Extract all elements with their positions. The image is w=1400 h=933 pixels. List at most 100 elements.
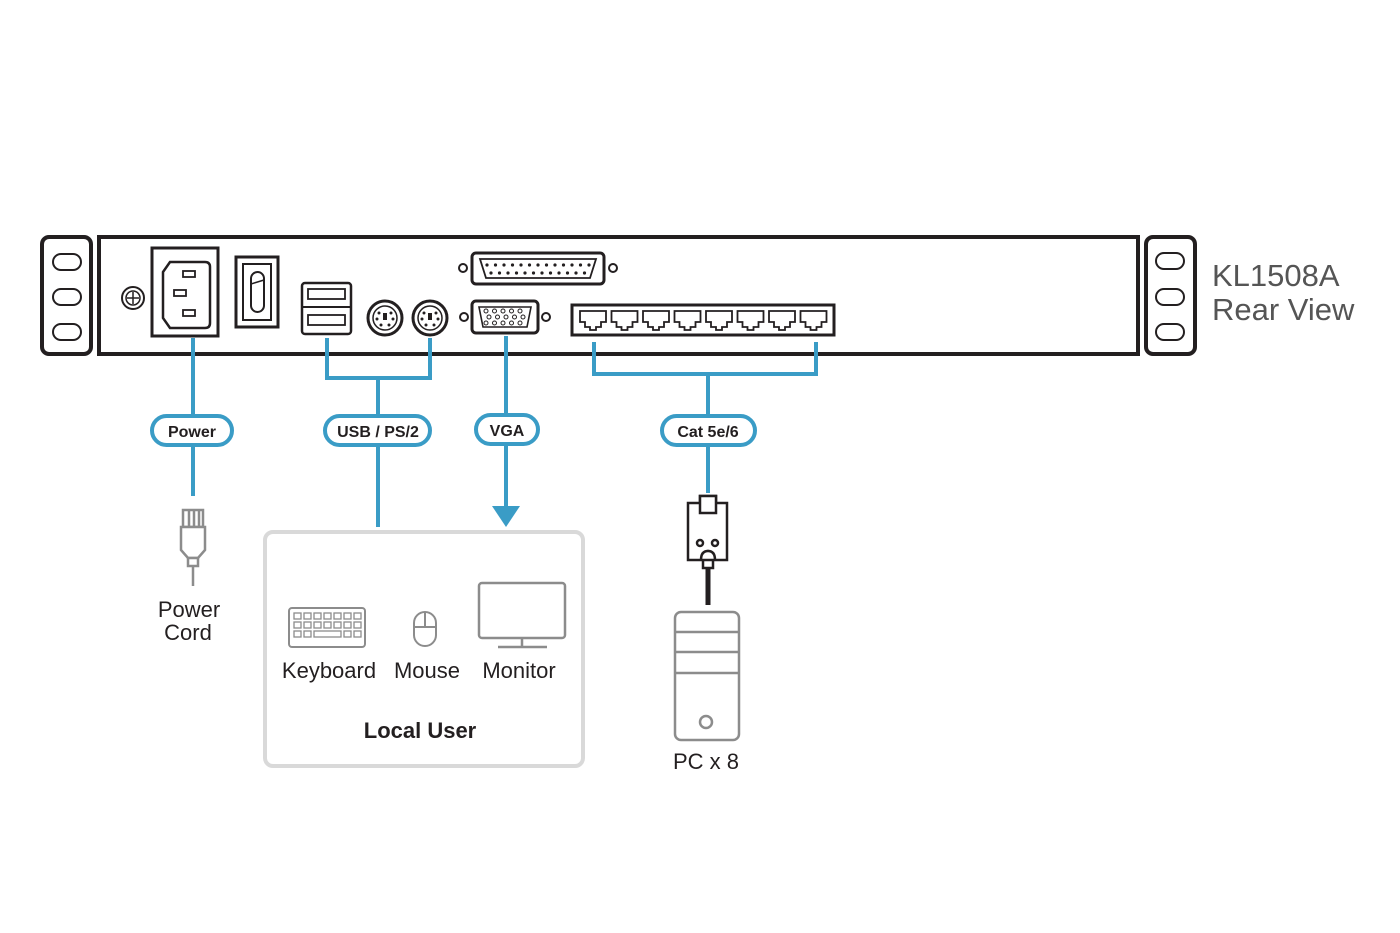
db25-pin [578, 263, 583, 267]
cat-label: Cat 5e/6 [677, 424, 738, 441]
usb-ps2-label: USB / PS/2 [337, 424, 419, 441]
db25-pin [493, 263, 498, 267]
db25-pin [519, 263, 523, 267]
keyboard-icon [288, 607, 366, 648]
db25-pin [514, 271, 519, 275]
vga-pin [486, 314, 492, 320]
usb-ps2-label-pill: USB / PS/2 [323, 414, 432, 447]
vga-pin [495, 314, 500, 320]
rj45-port-icon [799, 310, 828, 331]
rj45-port-icon [642, 310, 670, 331]
vga-label-pill: VGA [474, 413, 540, 446]
vga-pin [509, 320, 514, 326]
vga-pin [512, 314, 517, 320]
vga-pin [503, 314, 509, 320]
keyboard-key [313, 612, 322, 620]
vga-pin [500, 308, 506, 314]
keyboard-key [313, 621, 322, 629]
vga-pin [517, 308, 523, 314]
pc-count-label: PC x 8 [673, 749, 739, 774]
keyboard-key [343, 612, 352, 620]
vga-pin [483, 320, 489, 326]
db25-pin [506, 271, 510, 275]
power-cord-label-line1: Power [158, 597, 220, 622]
db25-pin [536, 263, 540, 267]
vga-port-icon [459, 299, 551, 335]
vga-pin [500, 320, 506, 326]
cat-cable-bracket [592, 342, 818, 376]
db25-pin [561, 263, 566, 267]
keyboard-key [343, 621, 352, 629]
db25-pin [574, 271, 578, 275]
ground-screw-icon [121, 286, 145, 310]
db25-pin [557, 271, 561, 275]
keyboard-key [343, 630, 352, 638]
pc-tower-icon [673, 610, 741, 742]
keyboard-key [333, 621, 342, 629]
db25-pin [523, 271, 527, 275]
db25-pin [570, 263, 574, 267]
monitor-icon [477, 581, 567, 649]
power-inlet-icon [150, 246, 220, 338]
power-plug-icon [179, 508, 207, 586]
rj45-port-icon [610, 310, 639, 331]
vga-pin [483, 308, 489, 314]
vga-pin [492, 320, 497, 326]
db25-pin [565, 271, 570, 275]
keyboard-key [353, 621, 362, 629]
keyboard-key [323, 612, 332, 620]
ps2-keyboard-port-icon [366, 299, 404, 337]
view-title: Rear View [1212, 292, 1355, 327]
keyboard-key [303, 621, 312, 629]
db25-pin [527, 263, 532, 267]
db25-pin [544, 263, 549, 267]
power-switch-icon[interactable] [234, 255, 280, 329]
rj45-port-icon [673, 310, 702, 331]
vga-pin [492, 308, 497, 314]
db25-pin [582, 271, 587, 275]
keyboard-label: Keyboard [282, 658, 376, 683]
mouse-label: Mouse [394, 658, 460, 683]
rj45-port-icon [705, 310, 733, 331]
keyboard-key [353, 630, 362, 638]
monitor-label: Monitor [482, 658, 555, 683]
db25-pin [531, 271, 536, 275]
keyboard-key [293, 621, 302, 629]
vga-pin [509, 308, 514, 314]
rj45-port-icon [768, 310, 796, 331]
left-rack-ear [40, 235, 93, 356]
vga-pin [517, 320, 523, 326]
power-cord-label-line2: Cord [164, 620, 212, 645]
db25-pin [540, 271, 544, 275]
vga-label: VGA [490, 423, 525, 440]
local-user-box [263, 530, 585, 768]
db25-pin [497, 271, 502, 275]
model-title: KL1508A [1212, 258, 1340, 293]
cat-label-pill: Cat 5e/6 [660, 414, 757, 447]
cables [191, 336, 818, 527]
power-label: Power [168, 424, 216, 441]
local-user-label: Local User [364, 718, 477, 743]
rj45-plug-icon [686, 494, 729, 570]
db25-pin [510, 263, 515, 267]
db25-pin [502, 263, 506, 267]
right-rack-ear [1144, 235, 1197, 356]
power-label-pill: Power [150, 414, 234, 447]
db25-pin [553, 263, 557, 267]
keyboard-key [303, 612, 312, 620]
db25-pin [548, 271, 553, 275]
db25-pin [587, 263, 591, 267]
db25-pin [485, 263, 489, 267]
vga-arrow-icon [492, 506, 520, 527]
rj45-port-icon [579, 310, 607, 331]
keyboard-key [303, 630, 312, 638]
rj45-port-icon [736, 310, 765, 331]
db25-pin [489, 271, 493, 275]
keyboard-key [333, 612, 342, 620]
mouse-icon [413, 611, 437, 647]
db25-port-icon [458, 251, 618, 286]
keyboard-key [353, 612, 362, 620]
vga-pin [520, 314, 526, 320]
keyboard-key [293, 612, 302, 620]
